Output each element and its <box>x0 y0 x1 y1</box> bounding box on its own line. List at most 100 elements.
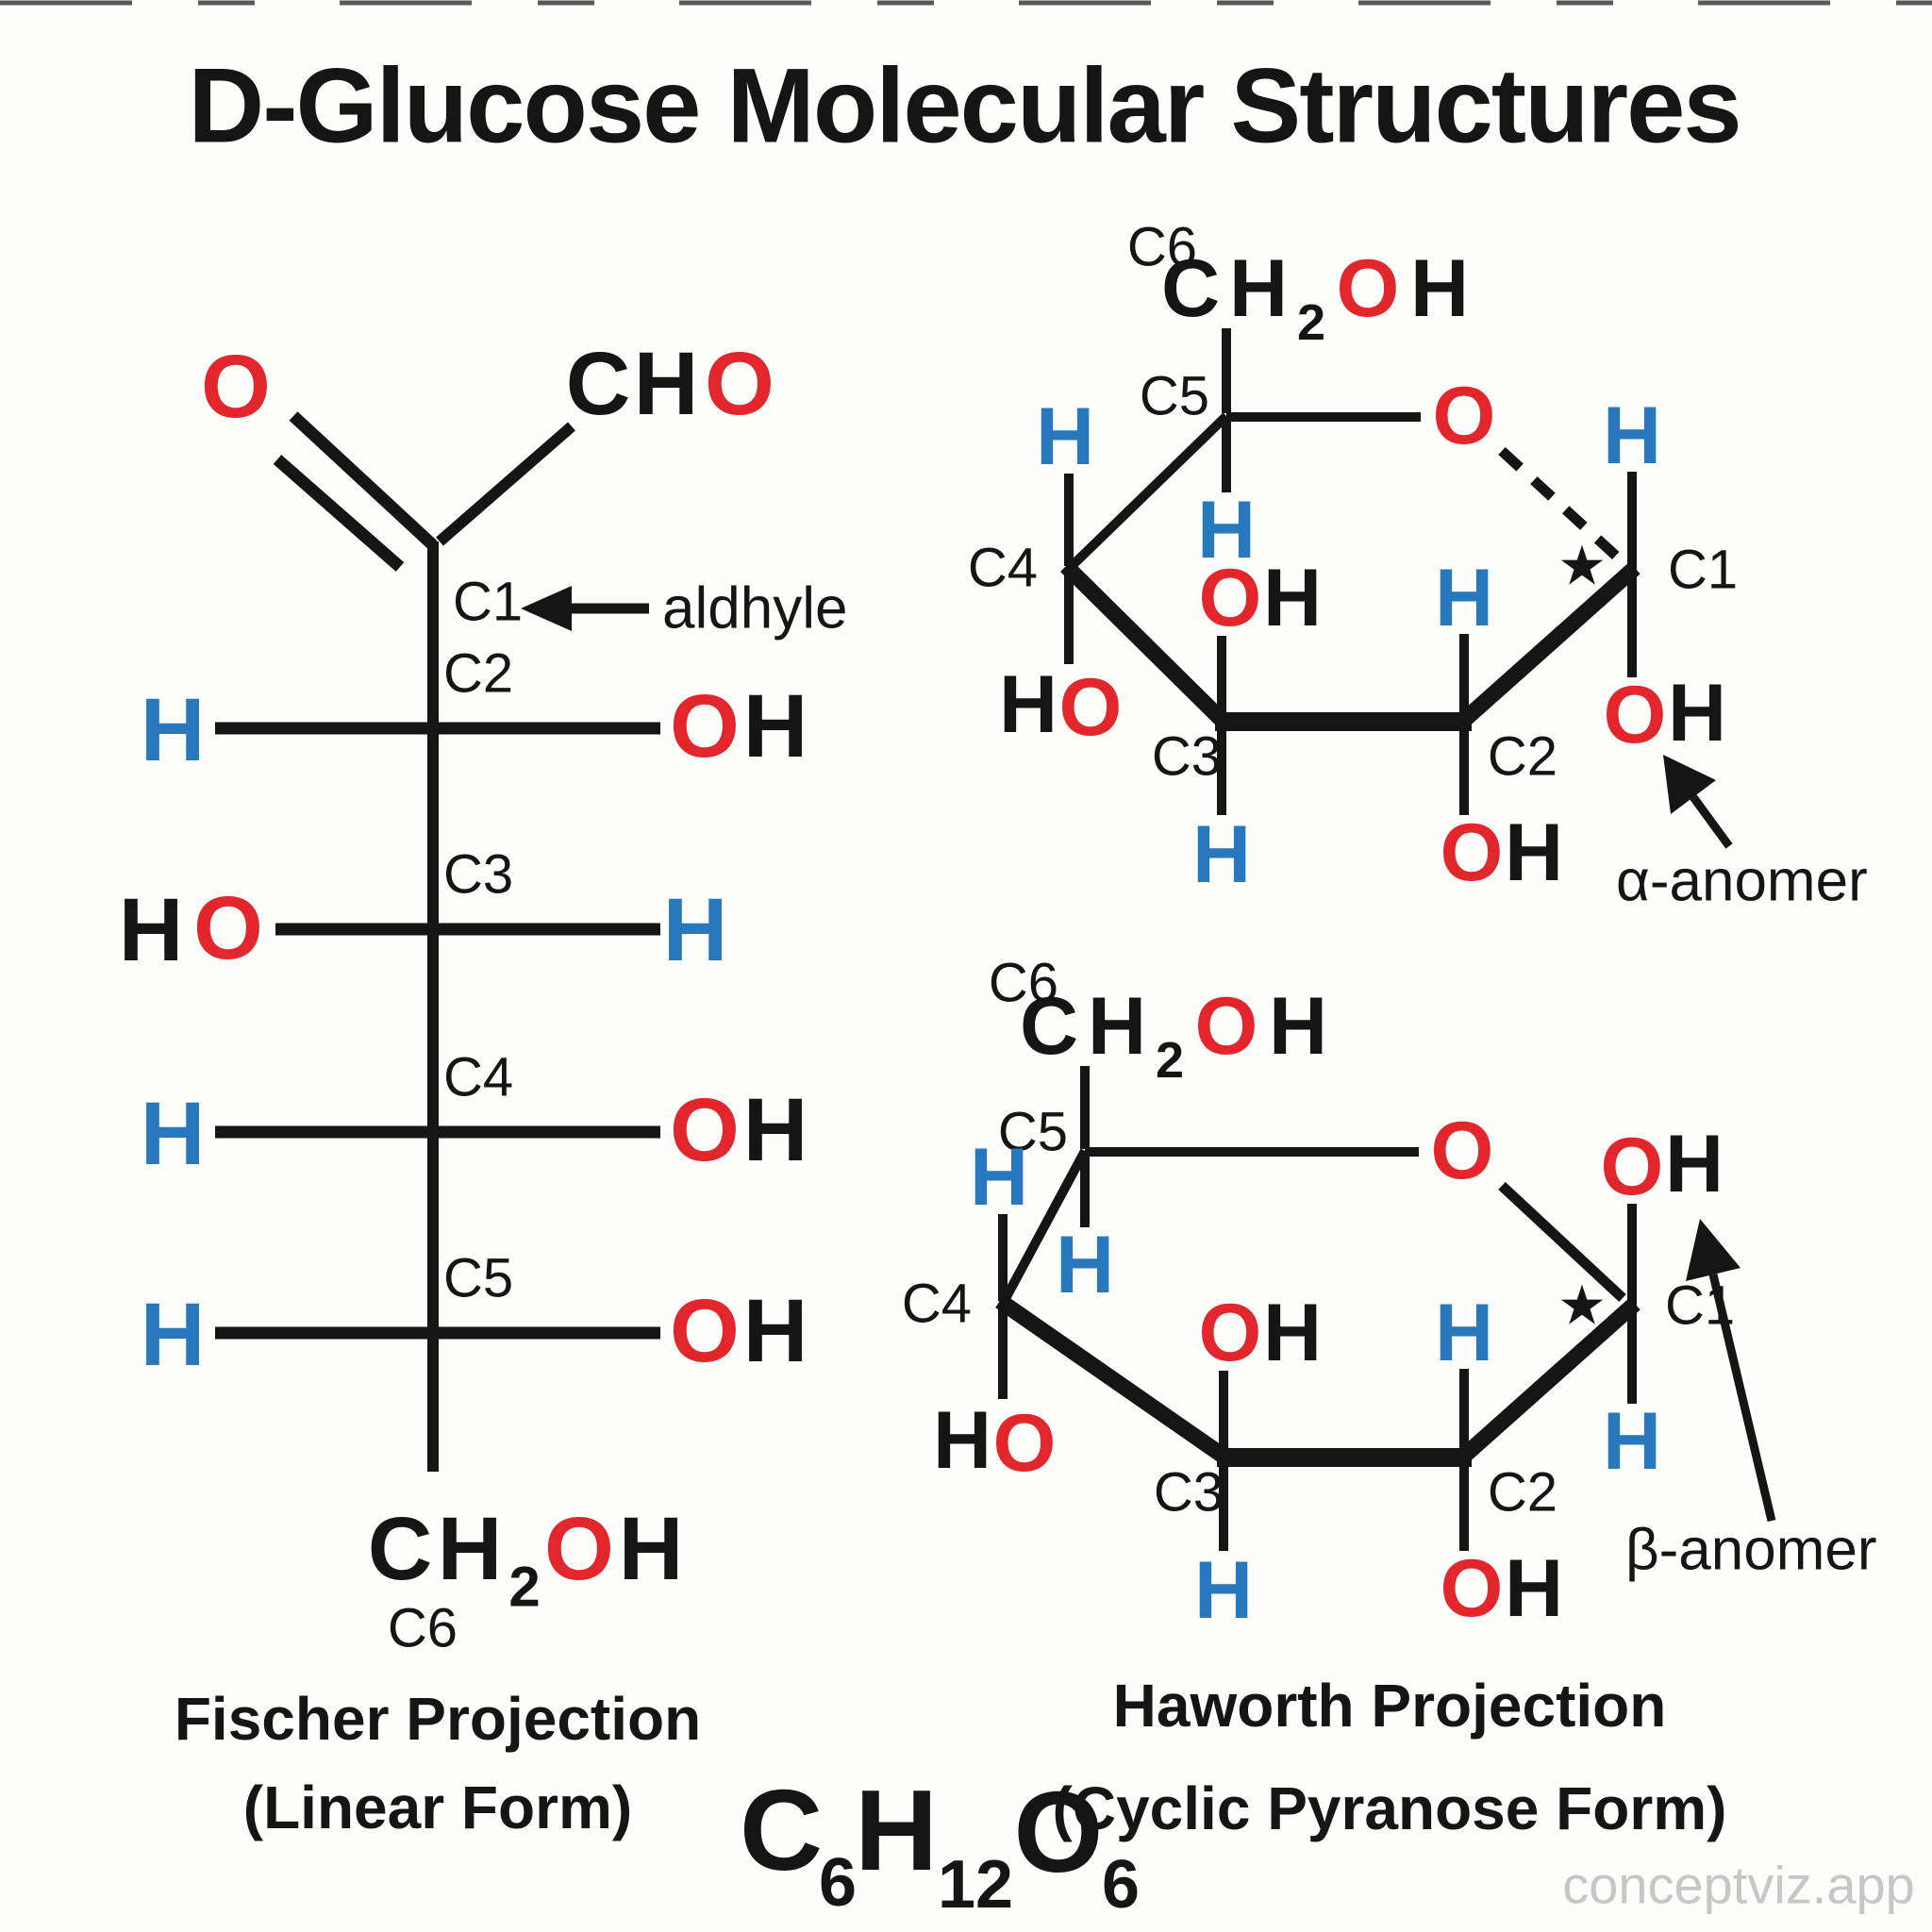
fischer-c2-right-h: H <box>743 676 808 776</box>
alpha-anomer-label: α-anomer <box>1616 849 1868 914</box>
beta-c2-down-h: H <box>1505 1543 1563 1634</box>
watermark: conceptviz.app <box>1562 1856 1915 1915</box>
fischer-c1-label: C1 <box>453 572 523 633</box>
alpha-c3-up-h: H <box>1263 553 1322 643</box>
alpha-c4-down-o: O <box>1059 662 1123 753</box>
alpha-anomeric-star: ★ <box>1557 536 1607 597</box>
molecular-formula: C 6 H 12 O 6 <box>740 1766 1140 1923</box>
haworth-caption-line1: Haworth Projection <box>1113 1672 1667 1740</box>
fischer-cho-c: C <box>566 334 631 434</box>
beta-ch2oh-h2: H <box>1269 981 1327 1072</box>
fischer-caption-line1: Fischer Projection <box>175 1685 701 1753</box>
fischer-cho-o: O <box>705 334 774 434</box>
fischer-c2-left-h: H <box>141 680 206 780</box>
fischer-carbonyl-double-bond-1 <box>289 411 438 550</box>
alpha-c5-down-h: H <box>1197 485 1256 575</box>
alpha-c2-up-h: H <box>1435 553 1493 643</box>
formula-h-sub: 12 <box>938 1847 1013 1923</box>
beta-c4-label: C4 <box>902 1274 972 1335</box>
alpha-ring-oxygen: O <box>1433 371 1496 461</box>
alpha-c4-label: C4 <box>968 538 1038 599</box>
beta-c2-up-h: H <box>1435 1288 1493 1378</box>
beta-anomer-arrow-head <box>1686 1219 1740 1281</box>
alpha-c4-up-h: H <box>1036 391 1094 482</box>
fischer-c2-right-o: O <box>670 676 740 776</box>
beta-anomeric-star: ★ <box>1557 1275 1607 1337</box>
beta-c4-down-h: H <box>933 1395 991 1486</box>
alpha-c1-up-h: H <box>1603 391 1661 481</box>
fischer-ch2oh-h: H <box>438 1499 503 1599</box>
beta-c4-c5-bond <box>998 1148 1090 1307</box>
fischer-c5-right-o: O <box>670 1281 740 1381</box>
fischer-c4-right-o: O <box>670 1080 740 1180</box>
alpha-c1-down-o: O <box>1604 670 1667 760</box>
alpha-ch2oh-c: C <box>1161 243 1220 334</box>
alpha-c1-label: C1 <box>1668 540 1738 601</box>
beta-c6-label: C6 <box>989 953 1058 1014</box>
beta-c3-label: C3 <box>1154 1462 1224 1524</box>
beta-c3-down-h: H <box>1194 1545 1253 1636</box>
fischer-ch2oh-sub: 2 <box>508 1556 540 1619</box>
fischer-carbonyl-double-bond-2 <box>273 455 405 572</box>
alpha-c4-c3-bold-bond <box>1060 559 1229 728</box>
alpha-ch2oh-h: H <box>1229 243 1288 334</box>
beta-anomer-label: β-anomer <box>1625 1518 1877 1583</box>
fischer-ch2oh-c: C <box>368 1499 433 1599</box>
beta-ring-oxygen: O <box>1431 1106 1494 1196</box>
page-title: D-Glucose Molecular Structures <box>188 47 1740 165</box>
fischer-projection: O C H O C1 aldhyle H C2 O H H O C3 H H C… <box>119 334 848 1841</box>
fischer-c4-label: C4 <box>443 1047 513 1108</box>
aldehyde-note: aldhyle <box>662 576 847 641</box>
formula-o: O <box>1014 1768 1104 1896</box>
formula-h: H <box>855 1766 938 1894</box>
formula-c-sub: 6 <box>819 1845 857 1921</box>
aldehyde-arrow-head <box>521 586 572 631</box>
alpha-c5-label: C5 <box>1140 366 1209 427</box>
alpha-ch2oh-sub: 2 <box>1297 294 1325 351</box>
fischer-c5-left-h: H <box>141 1285 206 1385</box>
alpha-c3-label: C3 <box>1152 726 1222 788</box>
fischer-carbonyl-oxygen: O <box>201 337 271 437</box>
formula-c: C <box>740 1766 823 1894</box>
beta-ch2oh-o: O <box>1195 981 1258 1072</box>
beta-o-c1-bond <box>1498 1181 1626 1303</box>
alpha-c2-label: C2 <box>1488 726 1557 788</box>
alpha-ch2oh-o: O <box>1337 243 1400 334</box>
beta-c4-down-o: O <box>993 1398 1057 1489</box>
beta-c4-c3-bold-bond <box>995 1294 1230 1464</box>
alpha-c2-c1-bold-bond <box>1456 561 1641 729</box>
fischer-c4-left-h: H <box>141 1084 206 1184</box>
fischer-cho-h: H <box>634 334 699 434</box>
beta-c3-up-o: O <box>1199 1288 1262 1378</box>
fischer-caption-line2: (Linear Form) <box>243 1774 632 1841</box>
beta-c2-c1-bold-bond <box>1456 1297 1641 1465</box>
beta-c1-down-h: H <box>1603 1396 1661 1487</box>
beta-c3-up-h: H <box>1263 1288 1322 1378</box>
alpha-anomer-arrow-shaft <box>1690 794 1733 849</box>
formula-o-sub: 6 <box>1102 1847 1140 1923</box>
alpha-c3-down-h: H <box>1192 809 1251 900</box>
haworth-alpha-structure: C6 C H 2 O H C5 O H C1 ★ O H C4 H H O H … <box>968 217 1868 914</box>
beta-c1-up-o: O <box>1601 1122 1664 1212</box>
beta-c2-label: C2 <box>1488 1462 1557 1524</box>
alpha-c4-c5-bond <box>1065 412 1230 573</box>
beta-ch2oh-h: H <box>1088 981 1146 1072</box>
beta-c4-up-h: H <box>970 1132 1028 1223</box>
fischer-c3-left-h: H <box>119 880 184 980</box>
haworth-caption-line2: (Cyclic Pyranose Form) <box>1053 1774 1727 1842</box>
fischer-c5-label: C5 <box>443 1248 513 1309</box>
fischer-c4-right-h: H <box>743 1080 808 1180</box>
alpha-ch2oh-h2: H <box>1410 243 1469 334</box>
beta-c5-label: C5 <box>998 1102 1068 1163</box>
haworth-beta-structure: C6 C H 2 O H C5 O O H C1 ★ H C4 H H O H … <box>902 953 1877 1637</box>
alpha-anomer-arrow-head <box>1663 755 1716 814</box>
alpha-c2-down-o: O <box>1441 808 1504 898</box>
fischer-ch2oh-o: O <box>544 1499 614 1599</box>
beta-c5-down-h: H <box>1056 1220 1114 1310</box>
alpha-c4-down-h: H <box>999 659 1058 750</box>
beta-c1-up-h: H <box>1665 1119 1724 1209</box>
fischer-c3-right-h: H <box>663 880 728 980</box>
beta-c2-down-o: O <box>1441 1543 1504 1634</box>
alpha-c2-down-h: H <box>1505 808 1563 898</box>
